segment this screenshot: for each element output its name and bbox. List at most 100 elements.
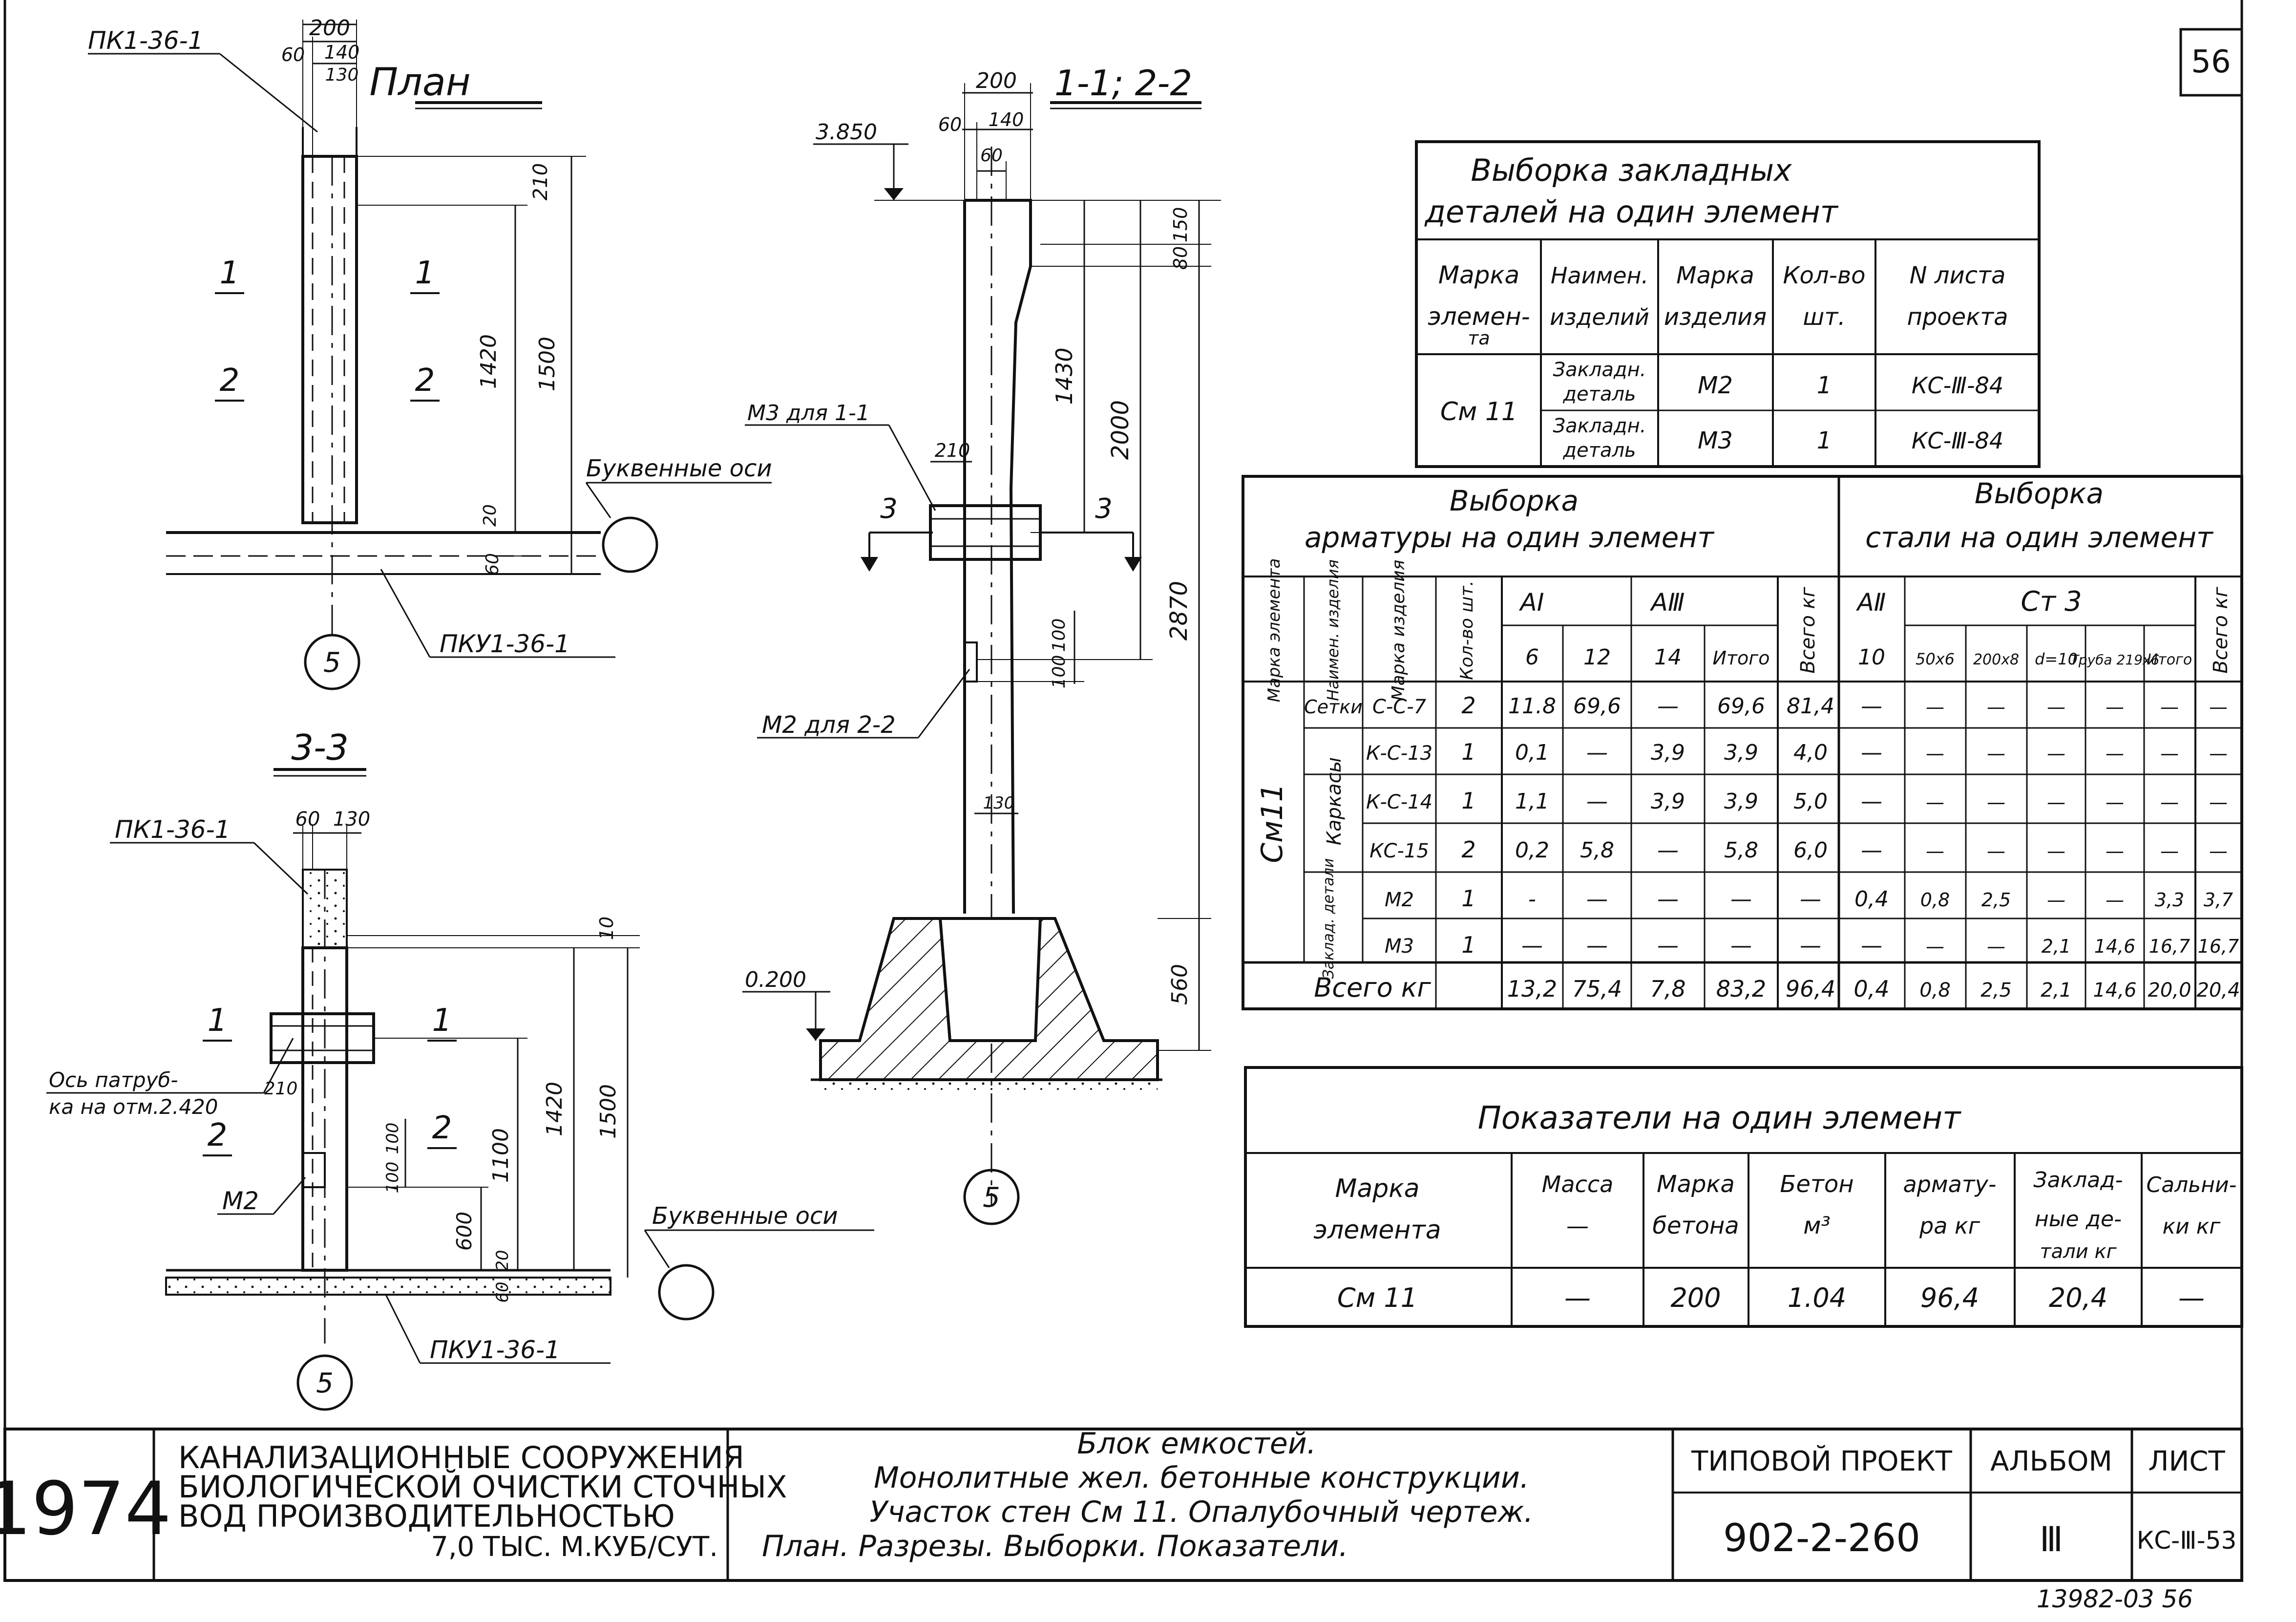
plan-dim-60b: 60 [483,553,503,576]
section33-panel-label: ПК1-36-1 [115,815,230,844]
rebar-cell: — [2047,696,2065,718]
rebar-cell: — [1861,933,1882,958]
ind-h-mark-2: элемента [1313,1216,1441,1245]
rebar-total-cell: 83,2 [1716,976,1766,1002]
section33-dim-100b: 100 [383,1162,402,1194]
embedded-h-name-1: Наимен. [1551,262,1648,289]
section33-dim-1500: 1500 [596,1084,621,1139]
rebar-cell: — [1800,887,1821,912]
rebar-cell: — [1657,838,1679,863]
ind-h-emb-2: ные де- [2035,1207,2122,1232]
rebar-cell: 3,9 [1651,740,1685,765]
title-project-label: ТИПОВОЙ ПРОЕКТ [1691,1445,1953,1477]
embedded-h-sheet-2: проекта [1907,303,2008,331]
rebar-cell: — [2160,840,2179,862]
ind-h-emb-3: тали кг [2040,1240,2117,1263]
rebar-cell: 3,9 [1724,789,1758,814]
embedded-r2-qty: 1 [1817,427,1832,454]
embedded-h-mark-1: Марка [1438,261,1519,289]
rebar-cell: — [1521,933,1543,958]
rebar-cell: 0,4 [1854,887,1889,912]
section11-dim-150: 150 [1170,207,1191,243]
rebar-title-right-1: Выборка [1975,477,2104,510]
plan-mark-2-right: 2 [415,363,435,399]
title-album-label: АЛЬБОМ [1990,1446,2112,1477]
rebar-cell: — [1987,840,2005,862]
rebar-h-a2: АⅡ [1856,588,1886,617]
rebar-row-qty: 2 [1461,692,1475,719]
section11-dim-140: 140 [989,109,1024,130]
rebar-group-karkasy: Каркасы [1323,757,1346,846]
rebar-sh-6: 6 [1525,645,1539,670]
title-album-number: Ⅲ [2040,1519,2063,1559]
rebar-group-zaklad: Заклад. детали [1320,858,1337,979]
rebar-cell: 0,1 [1515,740,1549,765]
rebar-cell: 11.8 [1508,694,1556,719]
rebar-cell: 0,2 [1515,838,1549,863]
rebar-sh-itogo2: Итого [2147,651,2192,668]
rebar-cell: — [1586,740,1608,765]
ind-h-concrete-1: Бетон [1780,1171,1854,1198]
rebar-row-mark: К-С-13 [1366,742,1432,765]
plan-mark-1-left: 1 [220,255,240,291]
rebar-cell: 3,7 [2204,889,2233,911]
section33-dim-130: 130 [333,808,370,831]
rebar-h-a3: АⅢ [1650,588,1685,617]
sheet-number-box [2179,28,2243,97]
rebar-cell: — [2047,840,2065,862]
title-year: 1974 [0,1467,171,1552]
plan-axes-label: Буквенные оси [586,455,772,482]
embedded-r1-name-2: деталь [1562,383,1636,406]
section11-mark-3-right: 3 [1095,493,1113,525]
rebar-cell: 69,6 [1573,694,1621,719]
plan-mark-1-right: 1 [415,255,435,291]
rebar-title-left-1: Выборка [1450,484,1579,517]
ind-h-glands-1: Сальни- [2147,1173,2237,1197]
rebar-total-cell: 0,4 [1854,976,1889,1002]
rebar-row-mark: М3 [1385,935,1414,958]
plan-panel-label: ПК1-36-1 [88,26,203,55]
rebar-cell: 0,8 [1920,889,1950,911]
section11-dim-100b: 100 [1049,655,1069,689]
rebar-h-a1: АⅠ [1519,588,1544,617]
title-project-number: 902-2-260 [1723,1516,1920,1560]
rebar-cell: — [1987,936,2005,957]
embedded-h-mark-2: элемен- [1428,302,1530,331]
rebar-title-right-2: стали на один элемент [1865,521,2214,554]
title-desc-4: План. Разрезы. Выборки. Показатели. [762,1529,1348,1563]
title-desc-1: Блок емкостей. [1077,1427,1316,1461]
ind-h-glands-2: ки кг [2163,1214,2221,1239]
rebar-cell: - [1528,887,1536,912]
embedded-r1-qty: 1 [1817,372,1832,399]
embedded-r1-sheet: КС-Ⅲ-84 [1912,372,2003,399]
title-org-2: БИОЛОГИЧЕСКОЙ ОЧИСТКИ СТОЧНЫХ [178,1469,787,1505]
rebar-cell: — [1987,743,2005,764]
rebar-cell: — [1586,887,1608,912]
rebar-h-qty: Кол-во шт. [1457,580,1477,680]
rebar-total-cell: 0,8 [1919,979,1951,1002]
rebar-cell: — [1730,887,1752,912]
rebar-cell: 69,6 [1717,694,1765,719]
rebar-cell: — [2160,791,2179,813]
embedded-h-sheet-1: N листа [1910,262,2006,289]
rebar-row-mark: М2 [1385,889,1414,911]
embedded-title-2: деталей на один элемент [1424,194,1839,230]
rebar-cell: — [2209,791,2228,813]
ind-h-mass-1: Масса [1542,1171,1614,1197]
ind-h-mark-1: Марка [1335,1174,1419,1203]
section33-axes-label: Буквенные оси [652,1202,838,1230]
title-sheet-code: КС-Ⅲ-53 [2137,1526,2237,1555]
indicators-table: Показатели на один элемент Марка элемент… [1244,1066,2243,1328]
plan-dim-140: 140 [324,42,360,63]
plan-dim-200: 200 [309,16,350,41]
ind-v-glands: — [2178,1282,2205,1313]
rebar-cell: — [2160,696,2179,718]
rebar-cell: 5,8 [1580,838,1614,863]
section33-dim-60: 60 [295,808,320,831]
plan-dim-210: 210 [529,163,552,200]
rebar-total-cell: 13,2 [1507,976,1557,1002]
rebar-row-mark: К-С-14 [1366,791,1432,813]
rebar-total-cell: 75,4 [1572,976,1622,1002]
rebar-cell: 5,8 [1724,838,1758,863]
rebar-row-mark: КС-15 [1369,840,1429,862]
